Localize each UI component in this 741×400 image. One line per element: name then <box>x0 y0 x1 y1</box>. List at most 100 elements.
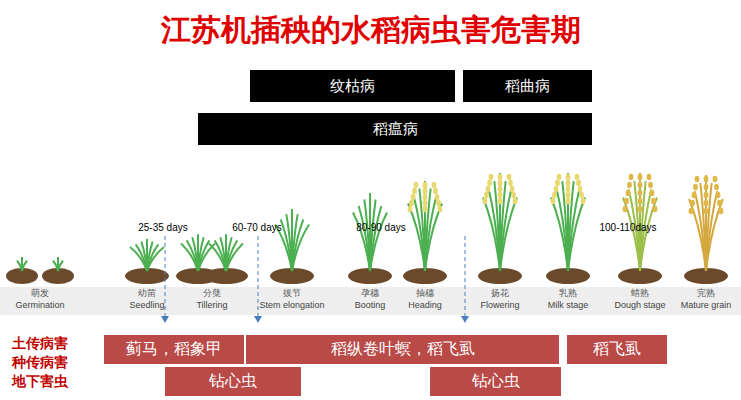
rice-leaf <box>147 247 164 271</box>
rice-grain <box>627 182 632 188</box>
bar-label: 蓟马，稻象甲 <box>126 339 222 360</box>
bar-label: 钻心虫 <box>472 371 520 392</box>
rice-grain <box>566 198 571 204</box>
rice-grain <box>498 174 503 180</box>
stage-name-cn: 萌发 <box>31 288 49 298</box>
stage-name-en: Heading <box>408 300 442 310</box>
rice-grain <box>498 198 503 204</box>
rice-grain <box>704 176 709 182</box>
rice-grain <box>651 198 656 204</box>
rice-grain <box>624 198 629 204</box>
stage-name-cn: 抽穗 <box>416 288 434 298</box>
rice-grain <box>498 186 503 192</box>
rice-grain <box>507 174 512 180</box>
rice-leaf <box>568 198 585 272</box>
day-range: 25-35 days <box>138 222 187 234</box>
rice-grain <box>412 188 417 194</box>
rice-grain <box>719 208 724 214</box>
rice-grain <box>716 192 721 198</box>
rice-grain <box>414 182 419 188</box>
rice-grain <box>498 192 503 198</box>
bar-label: 钻心虫 <box>209 371 257 392</box>
stage-name-en: Flowering <box>480 300 519 310</box>
rice-leaf <box>370 213 387 272</box>
stage-name-cn: 幼苗 <box>138 288 156 298</box>
disease-bar: 纹枯病 <box>250 70 455 102</box>
rice-grain <box>629 174 634 180</box>
day-range: 100-110days <box>599 222 656 234</box>
rice-grain <box>578 186 583 192</box>
pest-bar: 钻心虫 <box>430 367 562 396</box>
rice-grain <box>436 200 441 206</box>
stage-name-cn: 乳熟 <box>559 288 577 298</box>
side-note: 种传病害 <box>12 354 68 370</box>
stage-divider <box>465 236 466 318</box>
stage-name-cn: 拔节 <box>283 288 301 298</box>
rice-grain <box>438 206 443 212</box>
rice-grain <box>554 186 559 192</box>
bar-label: 纹枯病 <box>330 77 375 96</box>
rice-grain <box>433 188 438 194</box>
rice-grain <box>508 180 513 186</box>
bar-label: 稻纵卷叶螟，稻飞虱 <box>331 339 475 360</box>
rice-grain <box>650 190 655 196</box>
rice-grain <box>566 174 571 180</box>
pest-bar: 钻心虫 <box>165 367 302 396</box>
rice-grain <box>566 192 571 198</box>
stage-band <box>0 287 741 315</box>
title: 江苏机插秧的水稻病虫害危害期 <box>0 10 741 51</box>
rice-grain <box>692 192 697 198</box>
rice-grain <box>484 192 489 198</box>
rice-grain <box>489 174 494 180</box>
side-note: 土传病害 <box>12 335 68 351</box>
rice-grain <box>498 180 503 186</box>
stage-name-en: Seedling <box>129 300 164 310</box>
rice-grain <box>579 192 584 198</box>
rice-grain <box>638 198 643 204</box>
rice-grain <box>647 174 652 180</box>
stage-name-cn: 分蘖 <box>203 288 221 298</box>
stage-name-en: Germination <box>15 300 64 310</box>
rice-grain <box>713 176 718 182</box>
rice-grain <box>704 192 709 198</box>
rice-grain <box>408 206 413 212</box>
rice-grain <box>552 192 557 198</box>
rice-grain <box>510 186 515 192</box>
rice-leaf <box>58 261 63 272</box>
rice-grain <box>511 192 516 198</box>
stage-name-en: Mature grain <box>681 300 732 310</box>
disease-bar: 稻曲病 <box>463 70 592 102</box>
rice-grain <box>483 198 488 204</box>
rice-grain <box>423 182 428 188</box>
rice-grain <box>486 186 491 192</box>
rice-grain <box>704 208 709 214</box>
stage-name-cn: 扬花 <box>491 288 509 298</box>
rice-leaf <box>22 261 27 272</box>
day-range: 80-90 days <box>356 222 405 234</box>
stage-name-cn: 孕穗 <box>361 288 379 298</box>
rice-grain <box>581 198 586 204</box>
stage-name-cn: 蜡熟 <box>631 288 649 298</box>
day-range: 60-70 days <box>232 222 281 234</box>
rice-grain <box>575 174 580 180</box>
pest-bar: 稻纵卷叶螟，稻飞虱 <box>246 335 560 364</box>
rice-grain <box>411 194 416 200</box>
stage-name-en: Milk stage <box>548 300 589 310</box>
rice-grain <box>423 206 428 212</box>
rice-leaf <box>706 199 723 271</box>
rice-grain <box>690 200 695 206</box>
rice-grain <box>423 188 428 194</box>
rice-grain <box>648 182 653 188</box>
stage-dividers <box>161 236 469 323</box>
divider-arrowhead <box>161 316 169 323</box>
rice-grain <box>714 184 719 190</box>
rice-leaf <box>640 198 657 272</box>
rice-grain <box>423 194 428 200</box>
rice-grain <box>717 200 722 206</box>
rice-grain <box>695 176 700 182</box>
rice-grain <box>653 206 658 212</box>
divider-arrowhead <box>461 316 469 323</box>
stage-name-en: Booting <box>355 300 386 310</box>
rice-grain <box>576 180 581 186</box>
